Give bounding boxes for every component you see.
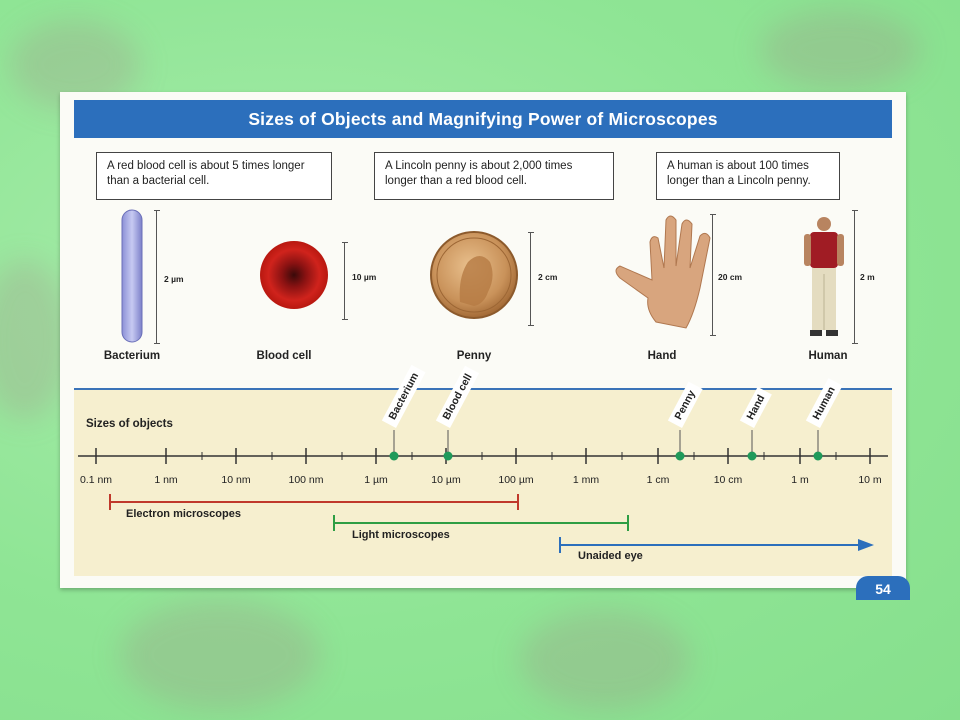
label-blood-cell: Blood cell bbox=[256, 350, 312, 362]
tick-label: 1 nm bbox=[154, 474, 178, 486]
object-marker-dot bbox=[747, 451, 757, 461]
range-light-microscopes bbox=[333, 515, 629, 531]
object-marker-dot bbox=[389, 451, 399, 461]
blood-cell-image bbox=[260, 241, 328, 309]
range-unaided-eye bbox=[559, 537, 874, 553]
tick-label: 0.1 nm bbox=[79, 474, 113, 486]
background-cell-blob bbox=[520, 610, 690, 710]
scale-bracket bbox=[852, 210, 858, 344]
scale-bracket bbox=[528, 232, 534, 326]
tick-label: 10 µm bbox=[431, 474, 461, 486]
label-human: Human bbox=[808, 350, 848, 362]
callout-blood-cell: A red blood cell is about 5 times longer… bbox=[96, 152, 332, 200]
object-illustrations bbox=[121, 209, 844, 343]
object-marker-dot bbox=[675, 451, 685, 461]
label-penny: Penny bbox=[456, 350, 492, 362]
scale-title: Sizes of objects bbox=[86, 418, 173, 430]
tick-label: 10 m bbox=[858, 474, 882, 486]
bacterium-image bbox=[121, 209, 143, 343]
object-marker-dot bbox=[443, 451, 453, 461]
label-hand: Hand bbox=[647, 350, 677, 362]
scale-bracket bbox=[154, 210, 160, 344]
diagram-card: Sizes of Objects and Magnifying Power of… bbox=[60, 92, 906, 588]
tick-label: 100 µm bbox=[498, 474, 534, 486]
size-label-blood-cell: 10 µm bbox=[352, 272, 377, 282]
tick-label: 100 nm bbox=[288, 474, 324, 486]
page-number-badge: 54 bbox=[856, 576, 910, 600]
callout-penny: A Lincoln penny is about 2,000 times lon… bbox=[374, 152, 614, 200]
range-electron-microscopes bbox=[109, 494, 519, 510]
size-label-hand: 20 cm bbox=[718, 272, 743, 282]
tick-label: 1 cm bbox=[646, 474, 670, 486]
hand-image bbox=[615, 215, 711, 329]
tick-label: 10 nm bbox=[221, 474, 251, 486]
scale-bracket bbox=[710, 214, 716, 336]
range-label-unaided: Unaided eye bbox=[578, 550, 643, 562]
tick-label: 10 cm bbox=[713, 474, 743, 486]
size-label-human: 2 m bbox=[860, 272, 875, 282]
tick-label: 1 mm bbox=[572, 474, 600, 486]
diagram-title: Sizes of Objects and Magnifying Power of… bbox=[74, 100, 892, 138]
background-cell-blob bbox=[760, 10, 920, 90]
size-label-penny: 2 cm bbox=[538, 272, 558, 282]
callout-human: A human is about 100 times longer than a… bbox=[656, 152, 840, 200]
human-image bbox=[804, 217, 844, 336]
scale-axis bbox=[78, 430, 888, 553]
scale-bracket bbox=[342, 242, 348, 320]
range-label-electron: Electron microscopes bbox=[126, 508, 241, 520]
background-cell-blob bbox=[120, 600, 320, 710]
object-marker-dot bbox=[813, 451, 823, 461]
range-label-light: Light microscopes bbox=[352, 529, 450, 541]
background-cell-blob bbox=[0, 260, 70, 420]
tick-label: 1 µm bbox=[364, 474, 388, 486]
tick-label: 1 m bbox=[791, 474, 809, 486]
label-bacterium: Bacterium bbox=[103, 350, 161, 362]
size-label-bacterium: 2 µm bbox=[164, 274, 184, 284]
